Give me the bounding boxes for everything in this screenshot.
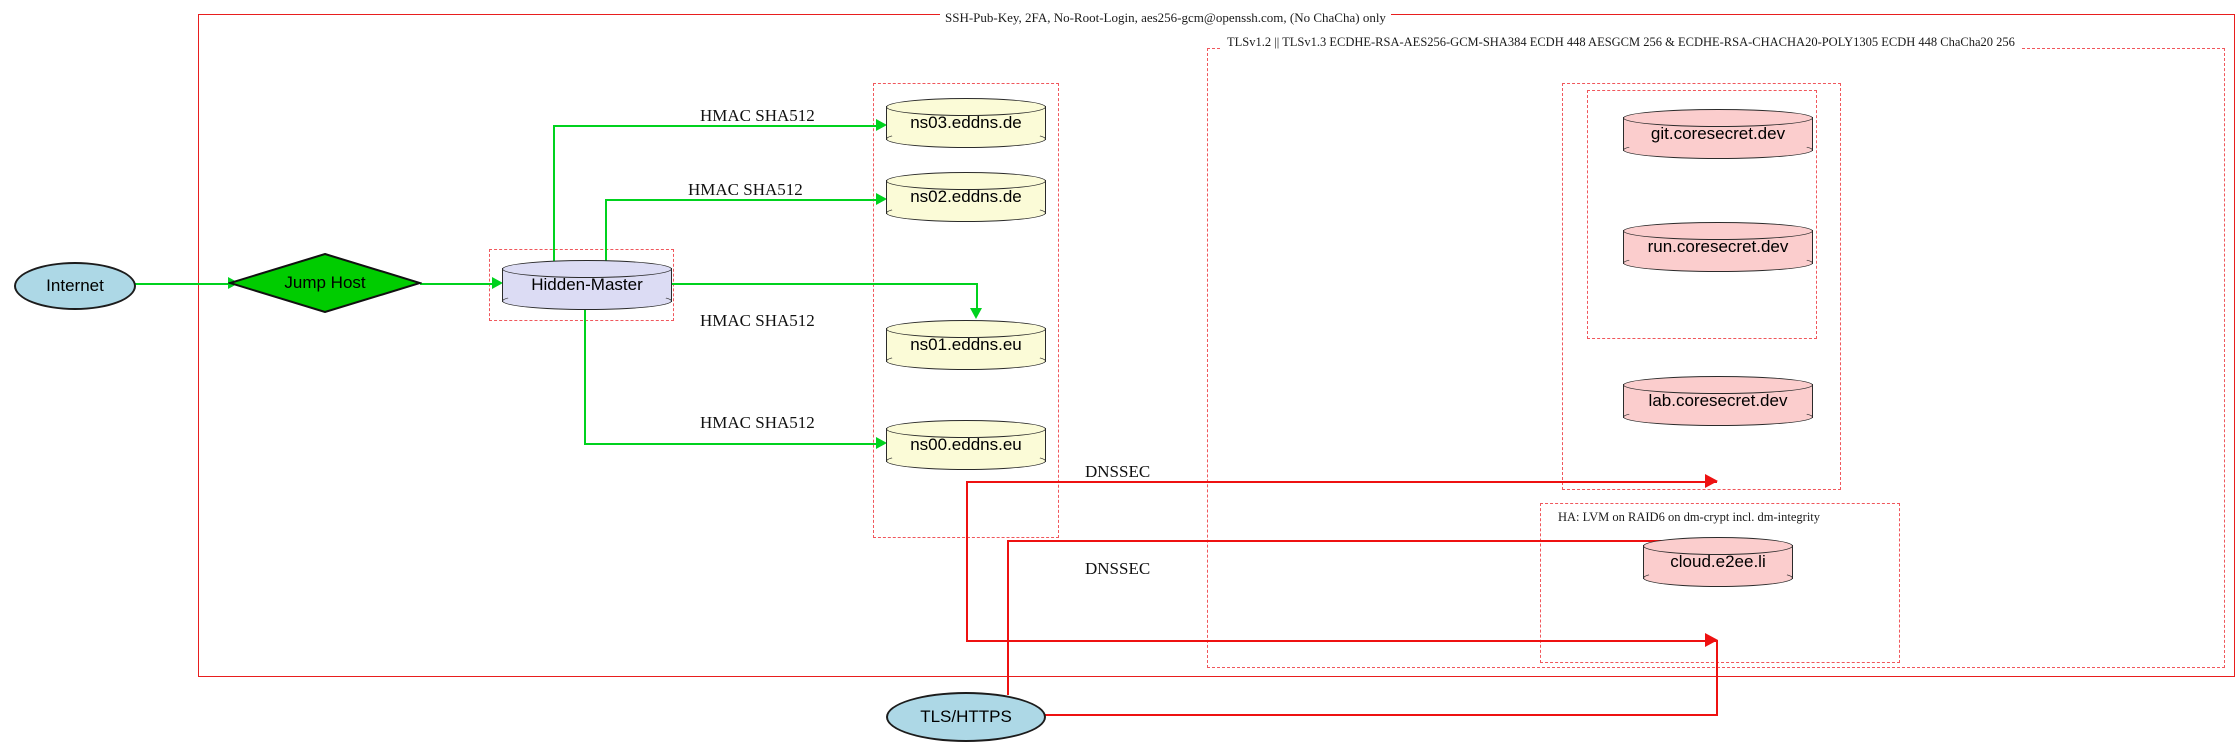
node-cloud-e2ee[interactable]: cloud.e2ee.li — [1643, 537, 1793, 587]
cylinder-top — [886, 320, 1046, 338]
tls-https-right-riser — [1716, 640, 1719, 716]
dnssec-lower-horiz — [1007, 540, 1717, 543]
edge-hm-ns00-label: HMAC SHA512 — [700, 413, 815, 432]
edge-hm-ns00-run — [584, 443, 883, 445]
node-lab-coresecret[interactable]: lab.coresecret.dev — [1623, 376, 1813, 426]
edge-hm-ns01-run — [672, 283, 978, 285]
cylinder-top — [1623, 376, 1813, 394]
edge-hm-ns03-label: HMAC SHA512 — [700, 106, 815, 125]
cluster-tls-label: TLSv1.2 || TLSv1.3 ECDHE-RSA-AES256-GCM-… — [1222, 35, 2020, 50]
node-ns01[interactable]: ns01.eddns.eu — [886, 320, 1046, 370]
edge-hm-ns03-arrowhead — [876, 119, 887, 131]
tls-route-vert — [1007, 540, 1010, 695]
node-git-coresecret-label: git.coresecret.dev — [1650, 124, 1786, 143]
cylinder-top — [886, 420, 1046, 438]
tls-route-lower-arrowhead — [1705, 633, 1718, 647]
edge-hm-ns03-riser — [553, 125, 555, 275]
edge-jumphost-hiddenmaster — [420, 283, 496, 285]
edge-hm-ns00-arrowhead — [876, 437, 887, 449]
node-run-coresecret[interactable]: run.coresecret.dev — [1623, 222, 1813, 272]
edge-jumphost-hiddenmaster-arrowhead — [492, 277, 503, 289]
edge-hm-ns03-run — [553, 125, 883, 127]
dnssec-upper-arrowhead — [1705, 474, 1718, 488]
dnssec-upper-horiz — [966, 481, 1717, 484]
edge-internet-jumphost — [130, 283, 230, 285]
node-internet-label: Internet — [46, 276, 104, 295]
node-ns01-label: ns01.eddns.eu — [910, 335, 1022, 354]
cylinder-bottom — [886, 352, 1046, 370]
node-ns03-label: ns03.eddns.de — [910, 113, 1022, 132]
edge-hm-ns01-arrowhead — [970, 308, 982, 319]
cluster-ha-label: HA: LVM on RAID6 on dm-crypt incl. dm-in… — [1553, 510, 1826, 525]
node-tls-https[interactable]: TLS/HTTPS — [886, 692, 1046, 742]
edge-hm-ns02-run — [605, 199, 883, 201]
node-internet[interactable]: Internet — [14, 262, 136, 310]
tls-https-right-link — [1042, 714, 1718, 717]
cylinder-bottom — [1643, 569, 1793, 587]
node-ns03[interactable]: ns03.eddns.de — [886, 98, 1046, 148]
cylinder-bottom — [886, 452, 1046, 470]
edge-hm-ns02-label: HMAC SHA512 — [688, 180, 803, 199]
cylinder-top — [1623, 109, 1813, 127]
cylinder-bottom — [1623, 408, 1813, 426]
cylinder-bottom — [502, 292, 672, 310]
tls-route-lower-horiz — [966, 640, 1717, 643]
cluster-coresecret-inner — [1587, 90, 1817, 339]
cluster-ha — [1540, 503, 1900, 663]
node-run-coresecret-label: run.coresecret.dev — [1647, 237, 1789, 256]
cylinder-top — [1623, 222, 1813, 240]
diamond-icon — [228, 253, 422, 313]
edge-hm-ns01-label: HMAC SHA512 — [700, 311, 815, 330]
node-git-coresecret[interactable]: git.coresecret.dev — [1623, 109, 1813, 159]
edge-hm-ns01-drop — [976, 283, 978, 311]
cluster-coresecret-outer — [1562, 83, 1841, 490]
edge-hm-ns00-drop — [584, 296, 586, 445]
cylinder-bottom — [886, 130, 1046, 148]
node-ns00[interactable]: ns00.eddns.eu — [886, 420, 1046, 470]
dnssec-lower-label: DNSSEC — [1085, 559, 1151, 578]
cylinder-bottom — [1623, 141, 1813, 159]
node-hidden-master[interactable]: Hidden-Master — [502, 260, 672, 310]
cylinder-top — [886, 172, 1046, 190]
node-ns00-label: ns00.eddns.eu — [910, 435, 1022, 454]
node-lab-coresecret-label: lab.coresecret.dev — [1648, 391, 1788, 410]
node-ns02[interactable]: ns02.eddns.de — [886, 172, 1046, 222]
cylinder-top — [502, 260, 672, 278]
cluster-hidden-master — [489, 249, 674, 321]
dnssec-upper-vert-left — [966, 481, 969, 640]
node-jump-host[interactable]: Jump Host — [228, 253, 422, 313]
edge-hm-ns02-arrowhead — [876, 193, 887, 205]
node-tls-https-label: TLS/HTTPS — [920, 707, 1012, 726]
cylinder-top — [886, 98, 1046, 116]
dnssec-upper-label: DNSSEC — [1085, 462, 1151, 481]
node-ns02-label: ns02.eddns.de — [910, 187, 1022, 206]
cylinder-top — [1643, 537, 1793, 555]
node-cloud-e2ee-label: cloud.e2ee.li — [1670, 552, 1766, 571]
cluster-ssh-perimeter-label: SSH-Pub-Key, 2FA, No-Root-Login, aes256-… — [940, 10, 1391, 26]
cylinder-bottom — [886, 204, 1046, 222]
node-hidden-master-label: Hidden-Master — [531, 275, 643, 294]
node-jump-host-label: Jump Host — [284, 273, 366, 292]
edge-hm-ns02-riser — [605, 199, 607, 277]
cylinder-bottom — [1623, 254, 1813, 272]
